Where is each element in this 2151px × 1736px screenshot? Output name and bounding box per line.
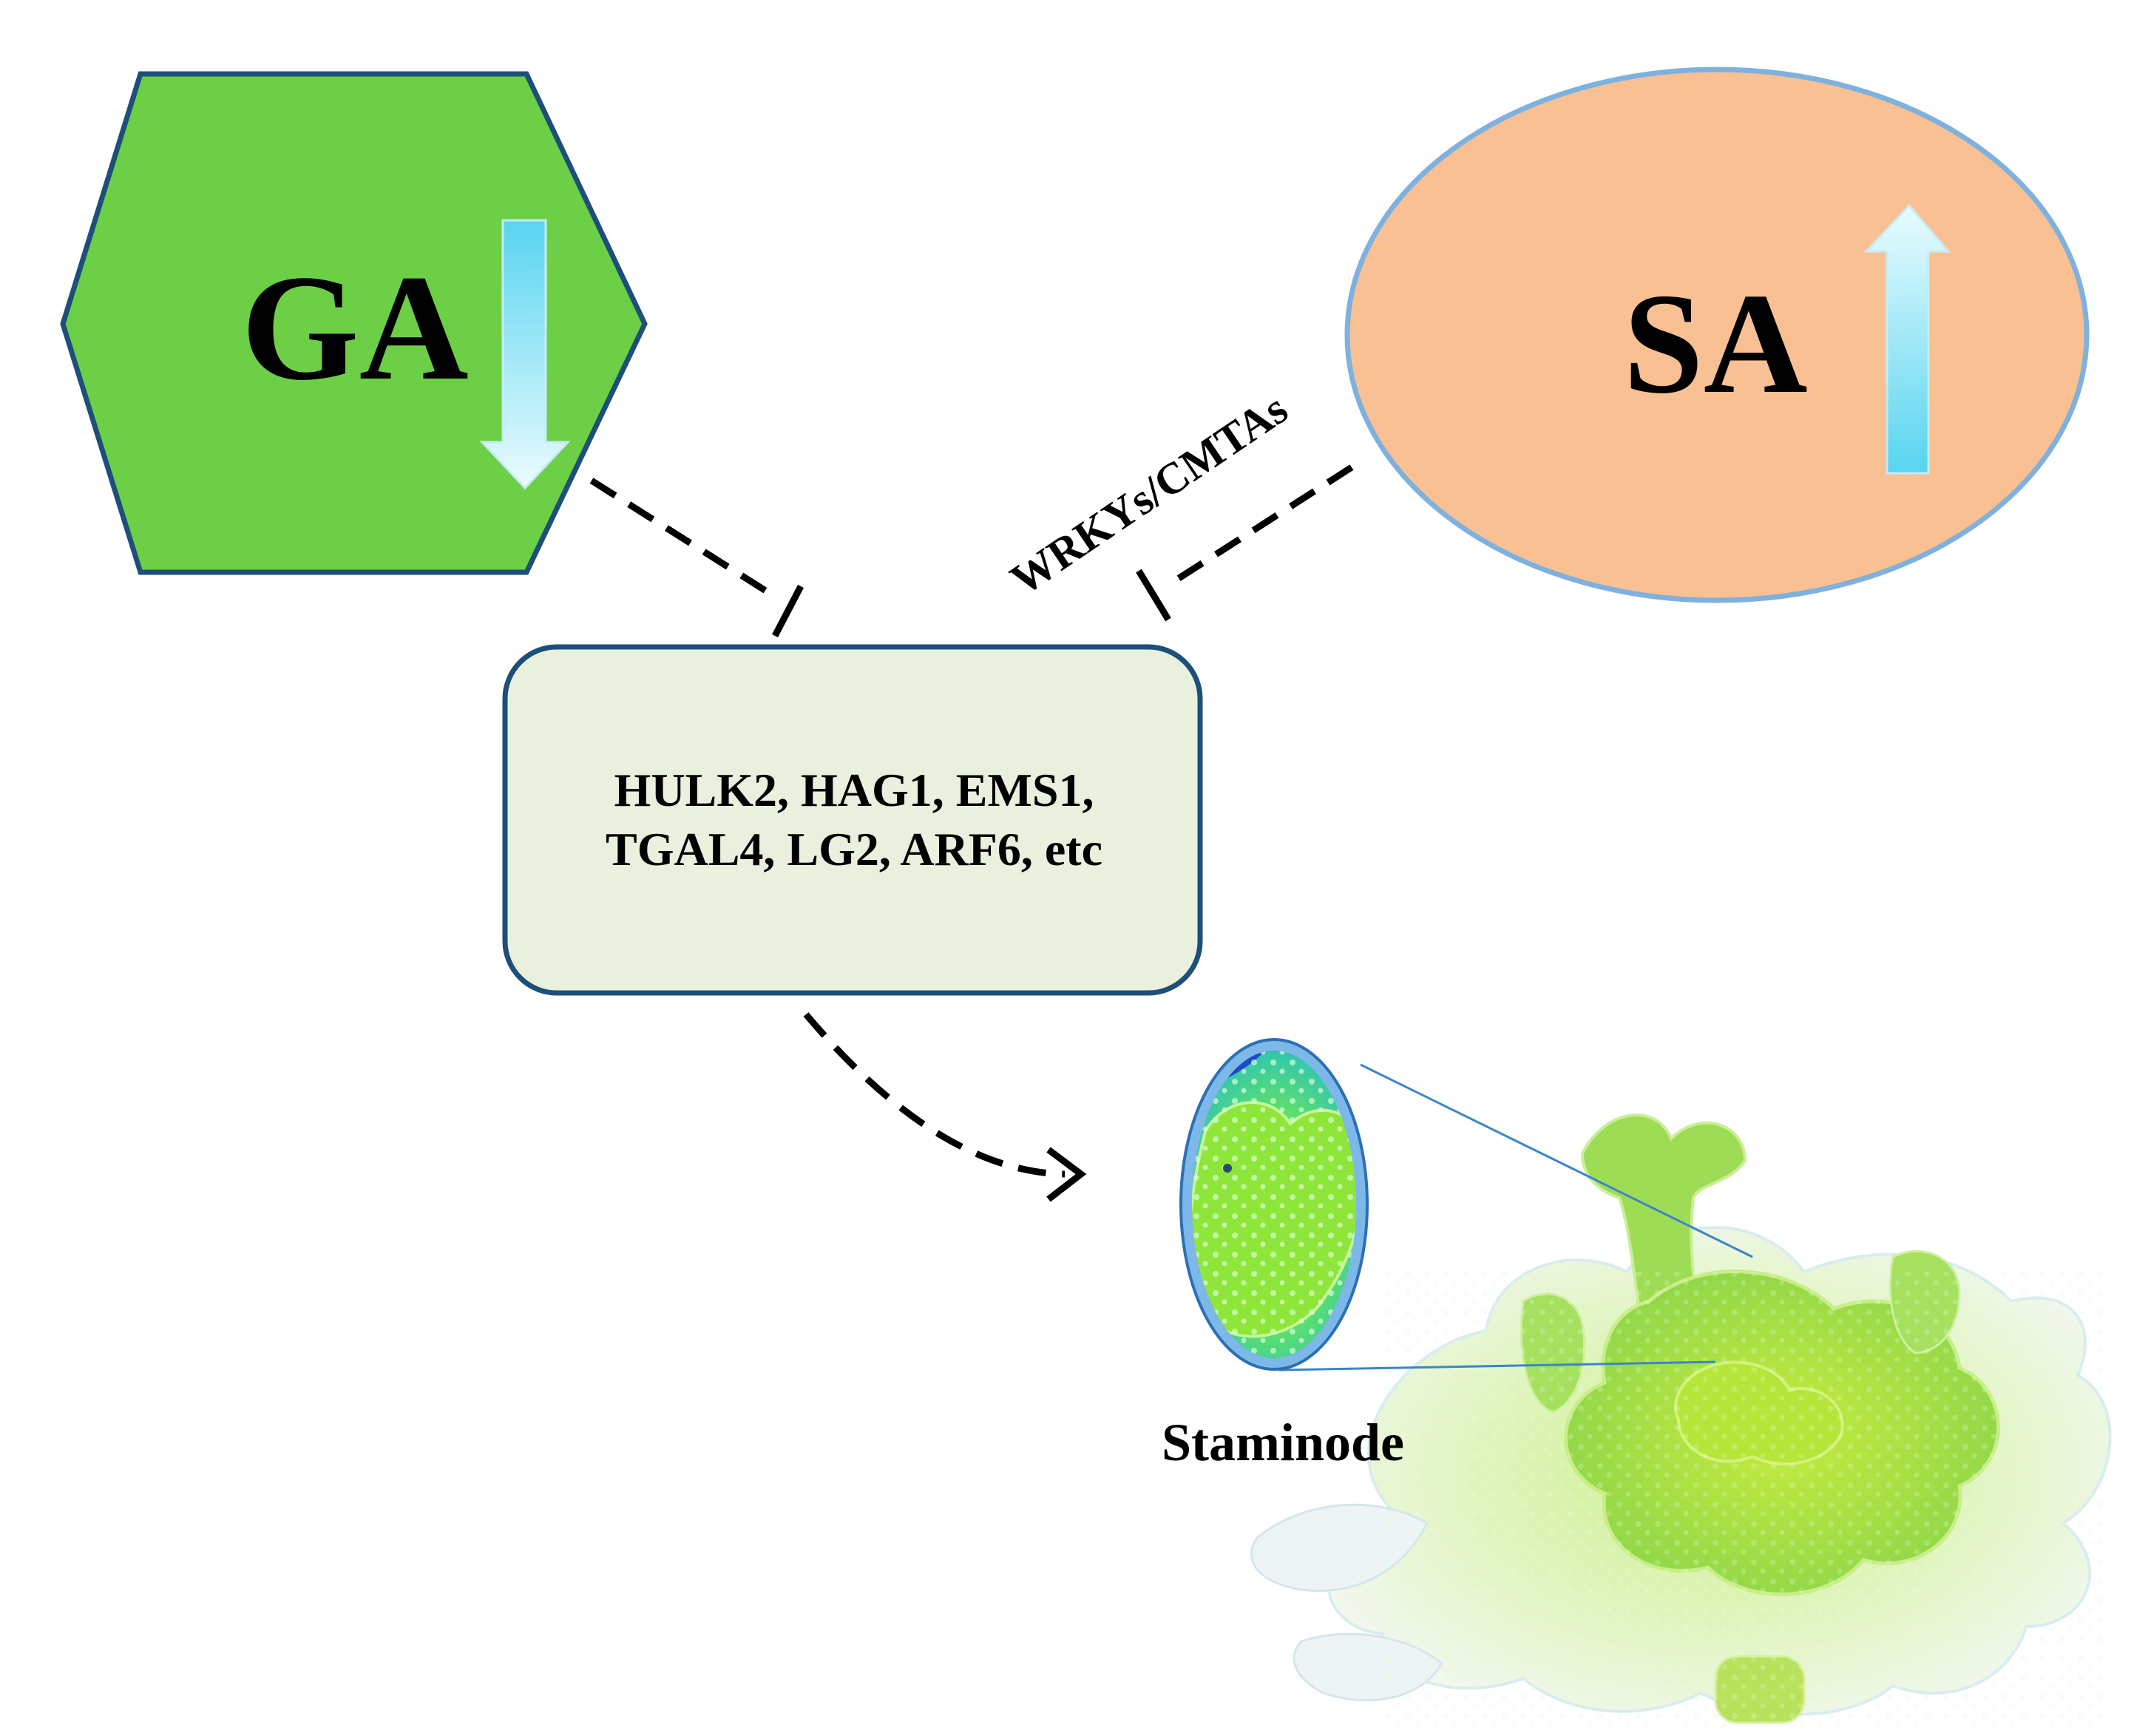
ga-label: GA xyxy=(241,244,469,412)
down-arrow-icon xyxy=(479,219,571,490)
activation-arrowhead xyxy=(1046,1147,1087,1202)
sa-node: SA xyxy=(1344,67,2090,603)
sa-inhibition-edge xyxy=(1136,464,1354,622)
gene-box-shape xyxy=(502,644,1203,996)
zoom-circle-border xyxy=(1182,1040,1366,1369)
wrkys-cmtas-label: WRKYs/CMTAs xyxy=(1002,384,1296,604)
ga-inhibition-edge xyxy=(589,478,804,638)
flower-image xyxy=(1250,1113,2112,1730)
sa-label: SA xyxy=(1623,264,1807,424)
staminode-zoom-circle xyxy=(1179,1038,1369,1371)
ga-inhibition-bar xyxy=(772,584,804,638)
gene-box: HULK2, HAG1, EMS1, TGAL4, LG2, ARF6, etc xyxy=(502,644,1203,996)
zoom-connector-lines xyxy=(1278,1063,1753,1371)
staminode-label: Staminode xyxy=(1162,1413,1404,1472)
gene-list-line-2: TGAL4, LG2, ARF6, etc xyxy=(606,823,1102,875)
gene-list-line-1: HULK2, HAG1, EMS1, xyxy=(614,764,1094,816)
up-arrow-icon xyxy=(1863,203,1951,475)
ga-node: GA xyxy=(60,71,648,575)
sa-inhibition-bar xyxy=(1136,569,1171,622)
activation-edge xyxy=(803,1012,1087,1202)
